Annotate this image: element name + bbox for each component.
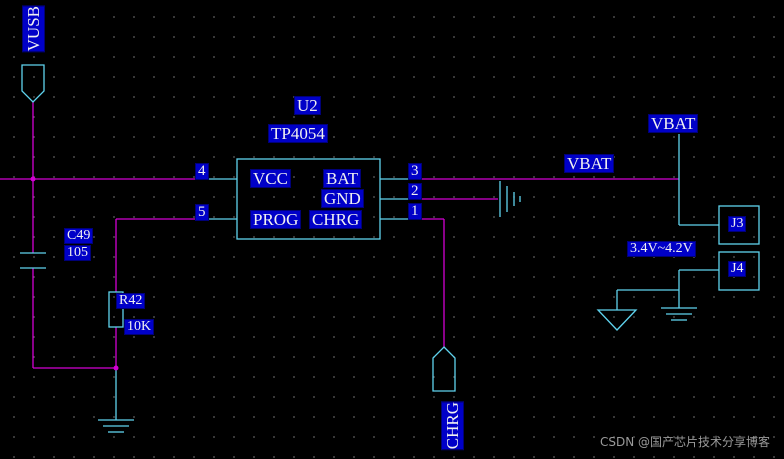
vbat-port-label: VBAT — [647, 114, 699, 133]
watermark-text: CSDN @国产芯片技术分享博客 — [599, 435, 770, 449]
u2-part-label: TP4054 — [268, 124, 328, 143]
vcc-pin-label: VCC — [250, 169, 291, 188]
pin4-number: 4 — [195, 163, 209, 180]
triangle-ground — [596, 309, 638, 331]
wire-group — [0, 102, 679, 369]
prog-pin-label: PROG — [249, 210, 302, 229]
junction-vcc — [30, 176, 36, 182]
chrg-port-label: CHRG — [441, 400, 464, 451]
pin5-number: 5 — [195, 204, 209, 221]
chrg-pin-label: CHRG — [308, 210, 363, 229]
j4-label: J4 — [727, 261, 747, 277]
c49-value-label: 105 — [64, 245, 91, 261]
vusb-port-label: VUSB — [22, 4, 45, 53]
u2-ref-label: U2 — [294, 96, 321, 115]
j3-box — [718, 205, 760, 245]
chrg-port-symbol — [432, 346, 456, 392]
r42-value-label: 10K — [123, 319, 155, 335]
r42-ref-label: R42 — [115, 293, 146, 309]
pin2-number: 2 — [408, 183, 422, 200]
gnd-pin-label: GND — [321, 189, 364, 208]
vbat-net-label: VBAT — [563, 154, 615, 173]
symbol-group — [20, 64, 760, 433]
pin3-number: 3 — [408, 163, 422, 180]
vusb-port-symbol — [21, 64, 45, 103]
r42-body — [108, 291, 124, 328]
bat-pin-label: BAT — [322, 169, 362, 188]
j3-label: J3 — [727, 216, 747, 232]
junction-group — [30, 176, 119, 371]
junction-bottom — [113, 365, 119, 371]
c49-ref-label: C49 — [63, 228, 94, 244]
j4-box — [718, 251, 760, 291]
voltage-range-label: 3.4V~4.2V — [627, 241, 696, 257]
pin1-number: 1 — [408, 203, 422, 220]
